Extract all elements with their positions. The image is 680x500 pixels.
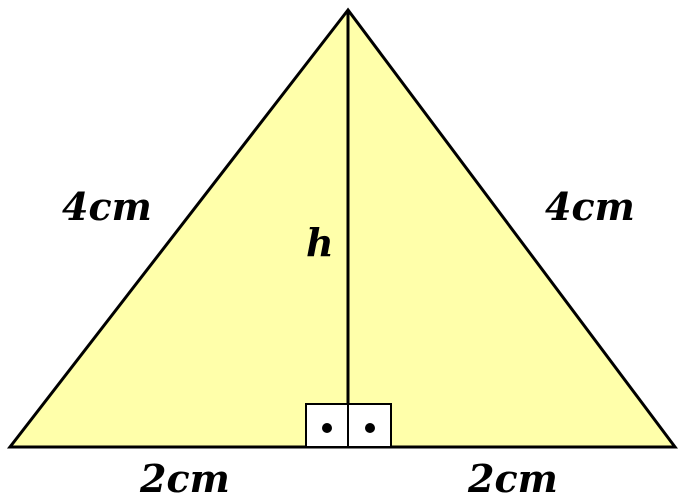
base-right-label: 2cm bbox=[467, 456, 558, 500]
base-left-label: 2cm bbox=[139, 456, 230, 500]
left-side-label: 4cm bbox=[62, 184, 152, 229]
right-side-label: 4cm bbox=[545, 184, 635, 229]
right-angle-dot-left bbox=[322, 423, 332, 433]
right-angle-dot-right bbox=[365, 423, 375, 433]
right-angle-marker-left bbox=[305, 403, 349, 448]
height-label: h bbox=[306, 220, 334, 265]
right-angle-marker-right bbox=[347, 403, 392, 448]
